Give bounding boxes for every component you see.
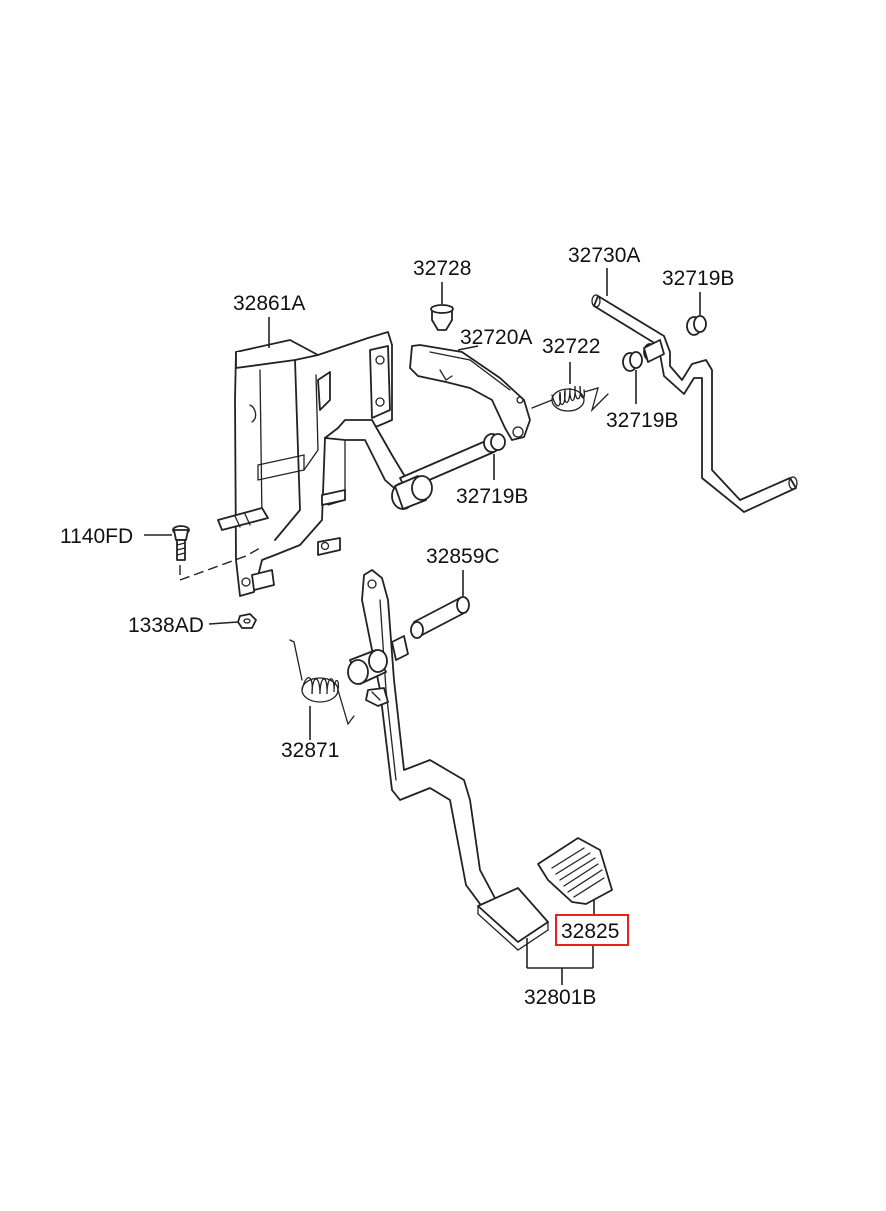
label-32801B: 32801B xyxy=(524,986,596,1009)
pedal-arm-32801B xyxy=(347,569,549,951)
bushing-32719B-low xyxy=(483,433,506,453)
highlight-box-32825 xyxy=(555,914,629,946)
stopper-32728 xyxy=(430,304,454,331)
bolt-1140FD xyxy=(172,525,190,561)
leader-lines xyxy=(144,268,701,985)
shaft-32859C xyxy=(410,596,470,639)
label-32720A: 32720A xyxy=(460,326,532,349)
spring-32722 xyxy=(531,385,609,413)
pivot-shaft xyxy=(391,439,495,510)
nut-1338AD xyxy=(237,613,257,629)
label-32825: 32825 xyxy=(561,920,619,943)
label-32719B-top: 32719B xyxy=(662,267,734,290)
label-32719B-low: 32719B xyxy=(456,485,528,508)
label-32859C: 32859C xyxy=(426,545,500,568)
bushing-32719B-top xyxy=(686,315,707,336)
label-32728: 32728 xyxy=(413,257,471,280)
label-1140FD: 1140FD xyxy=(60,525,133,548)
label-32730A: 32730A xyxy=(568,244,640,267)
label-32722: 32722 xyxy=(542,335,600,358)
fastening-line xyxy=(179,547,261,581)
label-32861A: 32861A xyxy=(233,292,305,315)
pedal-bracket-32861A xyxy=(217,331,411,597)
lever-32720A xyxy=(409,344,531,441)
label-1338AD: 1338AD xyxy=(128,614,204,637)
label-32871: 32871 xyxy=(281,739,339,762)
rod-32730A xyxy=(591,294,798,513)
spring-32871 xyxy=(289,639,355,726)
label-32719B-mid: 32719B xyxy=(606,409,678,432)
pedal-pad-32825 xyxy=(537,837,613,905)
